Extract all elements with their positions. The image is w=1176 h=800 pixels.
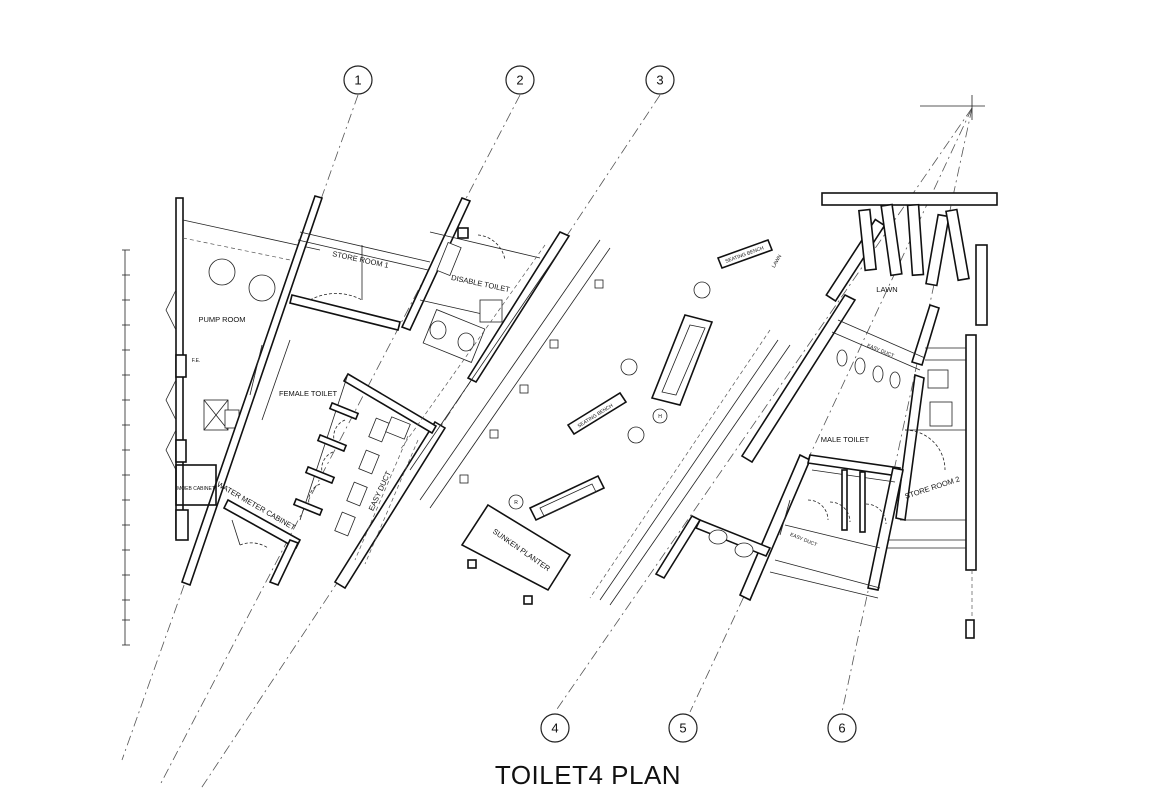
svg-text:2: 2 — [516, 73, 523, 88]
grid-bubble-6: 6 — [827, 713, 857, 743]
label-easy-duct-male-top: EASY DUCT — [866, 343, 895, 359]
dimension-ruler — [122, 249, 130, 646]
grid-bubble-4: 4 — [540, 713, 570, 743]
plan-title: TOILET4 PLAN — [494, 760, 682, 790]
label-lawn-1: LAWN — [771, 253, 784, 269]
right-building — [654, 192, 998, 639]
svg-text:3: 3 — [656, 73, 663, 88]
central-walkway — [399, 238, 791, 606]
label-male-toilet: MALE TOILET — [821, 435, 870, 444]
label-female-toilet: FEMALE TOILET — [279, 389, 337, 398]
grid-bubble-1: 1 — [343, 65, 373, 95]
label-moe-cabinet: MOEB CABINET — [177, 486, 215, 492]
left-building — [165, 195, 571, 590]
grid-bubble-3: 3 — [645, 65, 675, 95]
svg-text:5: 5 — [679, 721, 686, 736]
svg-text:6: 6 — [838, 721, 845, 736]
label-pump-room: PUMP ROOM — [199, 315, 246, 324]
svg-text:1: 1 — [354, 73, 361, 88]
label-store-room-2: STORE ROOM 2 — [904, 474, 961, 500]
label-disable-toilet: DISABLE TOILET — [450, 273, 511, 294]
grid-bubble-2: 2 — [505, 65, 535, 95]
svg-text:4: 4 — [551, 721, 558, 736]
label-store-room-1: STORE ROOM 1 — [332, 249, 390, 270]
grid-lines — [121, 94, 985, 791]
marker-r: R — [514, 500, 518, 506]
label-fe: F.E. — [192, 358, 201, 364]
label-lawn-2: LAWN — [876, 285, 897, 294]
grid-bubble-5: 5 — [668, 713, 698, 743]
marker-h: H — [658, 414, 662, 420]
grid-bubbles: 1 2 3 4 5 6 — [343, 65, 857, 743]
label-easy-duct-male-bottom: EASY DUCT — [789, 532, 818, 548]
